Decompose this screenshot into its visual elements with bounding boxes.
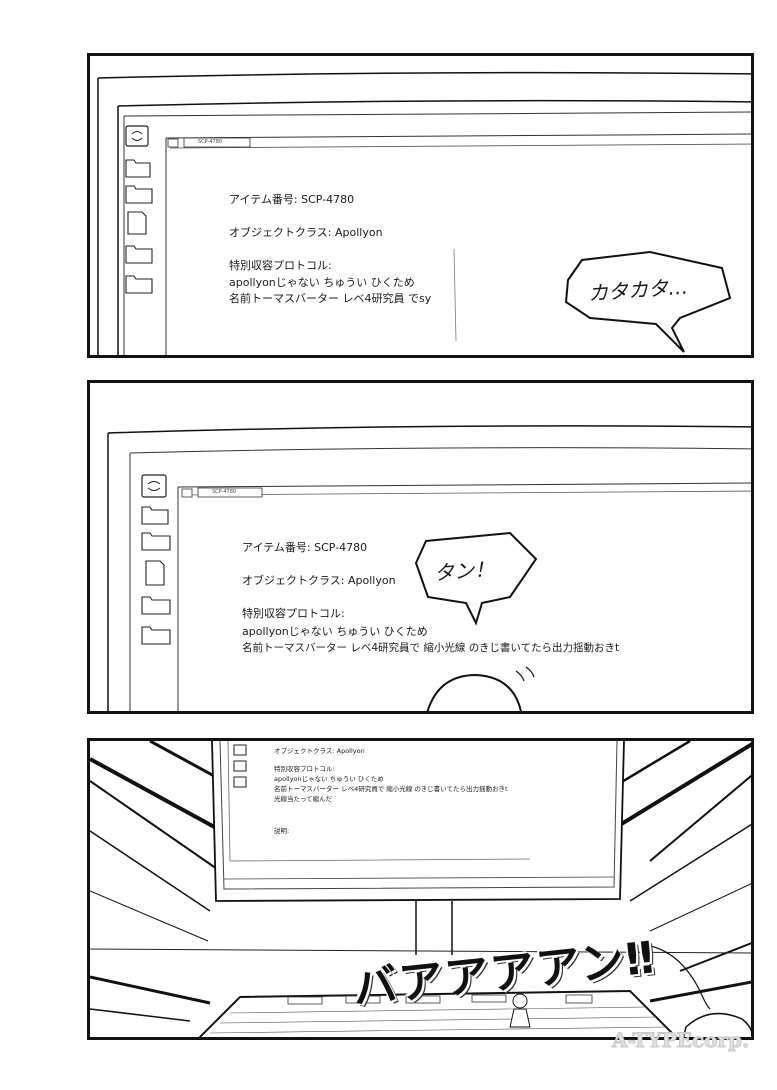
tab-label: SCP-4780 [198,139,223,145]
doc-line: apollyonじゃない ちゅうい ひくため [242,625,428,638]
monitor-drawing [97,71,751,355]
doc-line: 特別収容プロトコル: [242,607,345,620]
file-icon[interactable] [127,211,147,235]
window-tab[interactable] [167,137,251,148]
character-head [426,673,522,711]
monitor-screen [211,741,625,902]
folder-icon[interactable] [141,506,169,525]
tiny-character [509,993,531,1028]
folder-icon[interactable] [125,245,153,264]
doc-line: オブジェクトクラス: Apollyon [242,574,396,587]
folder-icon[interactable] [125,275,153,294]
watermark: A-TYPEcorp. [612,1028,750,1053]
folder-icon[interactable] [141,532,171,551]
tab-label: SCP-4780 [212,489,237,495]
folder-icon[interactable] [141,596,171,615]
doc-line: apollyonじゃない ちゅうい ひくため [274,775,384,783]
doc-line: 名前トーマスバーター レベ4研究員 でsy [229,292,432,305]
doc-line: 特別収容プロトコル: [229,259,332,272]
recycle-bin-icon[interactable] [125,125,149,147]
monitor-stand [415,901,453,955]
comic-panel-1: SCP-4780 アイテム番号: SCP-4780 オブジェクトクラス: Apo… [87,53,754,358]
comic-panel-3: オブジェクトクラス: Apollyon 特別収容プロトコル: apollyonじ… [87,738,754,1040]
doc-line: 光線当たって縮んだ [274,795,333,803]
monitor-drawing [107,425,751,711]
mouse-icon [682,1012,751,1037]
folder-icon[interactable] [233,744,247,756]
folder-icon[interactable] [233,760,247,772]
doc-line: 特別収容プロトコル: [274,765,335,773]
window-tab[interactable] [181,487,263,498]
doc-line: アイテム番号: SCP-4780 [242,541,368,554]
doc-line: 名前トーマスバーター レベ4研究員で 縮小光線 のきじ書いてたら出力揺動おきt [274,785,508,793]
folder-icon[interactable] [141,626,171,645]
doc-line: アイテム番号: SCP-4780 [229,193,355,206]
sfx-tap: タン！ [433,556,495,586]
doc-line: apollyonじゃない ちゅうい ひくため [229,276,415,289]
doc-line: 説明: [274,827,290,835]
room-drawing [90,741,751,1037]
folder-icon[interactable] [125,185,153,204]
comic-panel-2: SCP-4780 アイテム番号: SCP-4780 オブジェクトクラス: Apo… [87,380,754,714]
doc-line: オブジェクトクラス: Apollyon [274,747,365,755]
recycle-bin-icon[interactable] [141,474,167,498]
file-icon[interactable] [145,560,165,586]
speech-bubble [564,250,732,353]
speech-bubble [414,531,538,626]
doc-line: 名前トーマスバーター レベ4研究員で 縮小光線 のきじ書いてたら出力揺動おきt [242,642,620,654]
folder-icon[interactable] [233,776,247,788]
doc-line: オブジェクトクラス: Apollyon [229,226,383,239]
folder-icon[interactable] [125,159,151,178]
